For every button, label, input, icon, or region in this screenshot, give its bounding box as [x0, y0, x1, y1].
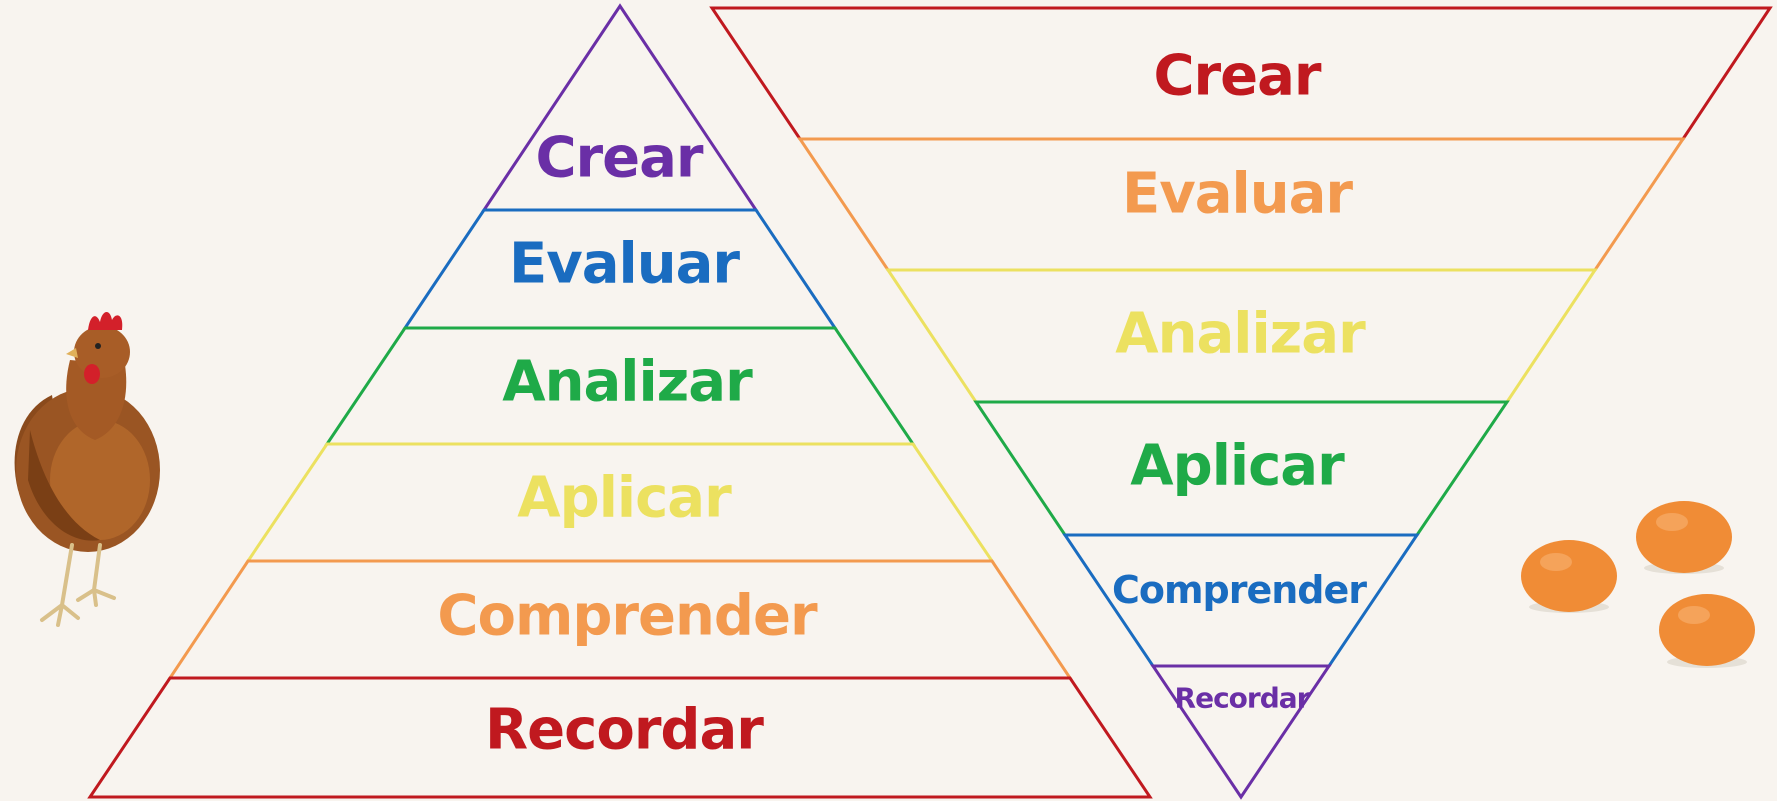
egg — [1521, 540, 1617, 612]
left-level-label: Crear — [535, 126, 703, 191]
egg — [1659, 594, 1755, 666]
left-level-analizar: Analizar — [324, 326, 916, 446]
left-level-aplicar: Aplicar — [245, 442, 995, 563]
right-level-aplicar: Aplicar — [973, 400, 1510, 537]
left-level-crear: Crear — [481, 3, 759, 212]
right-level-label: Comprender — [1112, 568, 1367, 612]
left-level-label: Analizar — [502, 350, 753, 415]
right-level-crear: Crear — [709, 6, 1773, 141]
left-level-label: Evaluar — [509, 232, 740, 297]
right-level-label: Recordar — [1175, 682, 1311, 715]
right-level-label: Analizar — [1115, 302, 1366, 367]
right-level-label: Aplicar — [1130, 434, 1345, 499]
left-level-recordar: Recordar — [87, 676, 1153, 799]
right-level-recordar: Recordar — [1150, 664, 1332, 800]
left-pyramid: Crear Evaluar Analizar Aplicar Comprende… — [87, 3, 1153, 799]
right-level-analizar: Analizar — [885, 268, 1598, 404]
right-level-label: Crear — [1153, 44, 1321, 109]
left-level-evaluar: Evaluar — [402, 208, 838, 330]
right-level-comprender: Comprender — [1062, 533, 1420, 668]
left-level-label: Aplicar — [517, 466, 732, 531]
left-level-label: Comprender — [437, 584, 818, 649]
left-level-label: Recordar — [485, 698, 764, 763]
eggs-image — [1521, 501, 1755, 668]
right-pyramid: Crear Evaluar Analizar Aplicar Comprende… — [709, 6, 1773, 800]
egg — [1636, 501, 1732, 573]
hen-image — [14, 311, 160, 627]
left-level-comprender: Comprender — [167, 559, 1073, 680]
right-level-label: Evaluar — [1122, 162, 1353, 227]
right-level-evaluar: Evaluar — [797, 137, 1686, 272]
